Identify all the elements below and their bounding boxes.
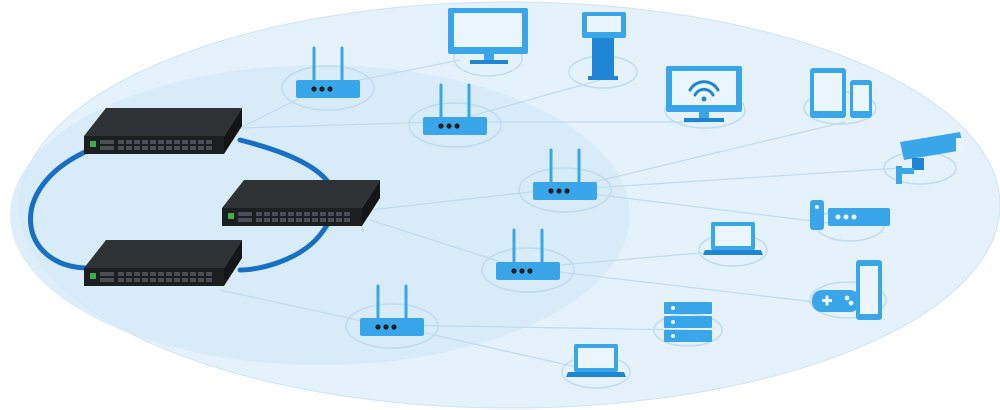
server-icon [664,302,712,342]
switch-ring [28,137,338,273]
monitor-icon [448,8,528,64]
link-lines [219,59,901,373]
laptop-2-icon [566,344,626,377]
kiosk-icon [582,12,626,80]
wifi-tv-icon [666,66,742,122]
set-top-box-icon [810,200,890,230]
camera-icon [896,132,964,184]
laptop-1-icon [703,222,763,255]
game-console-icon [812,260,882,320]
switch-3 [84,240,242,286]
switch-2 [222,180,380,226]
tablet-phone-icon [810,68,872,118]
switch-1 [84,108,242,154]
ap-node-rings [281,65,612,349]
